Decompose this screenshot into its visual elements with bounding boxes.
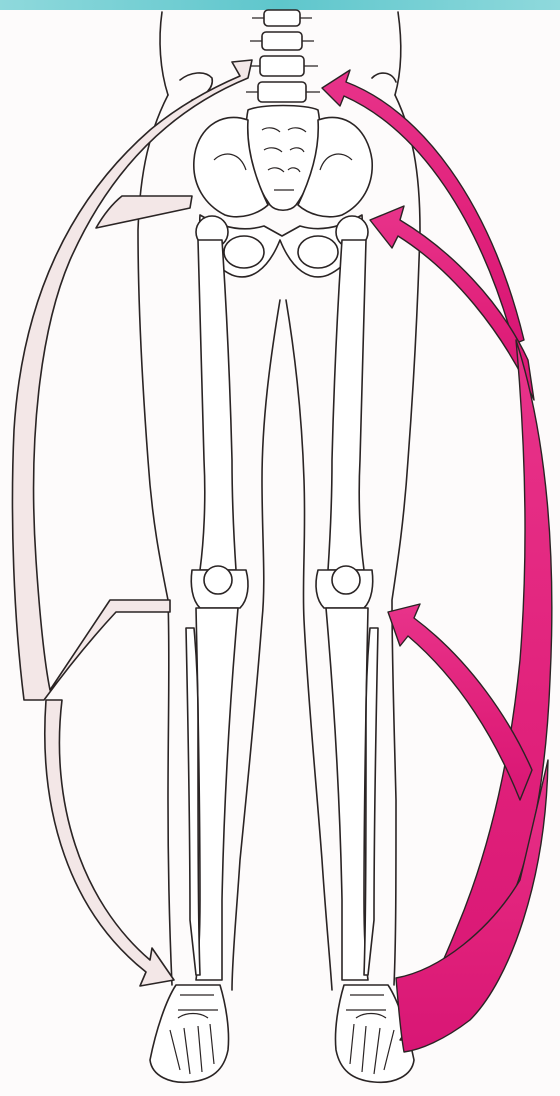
knees bbox=[191, 566, 372, 608]
vertebra bbox=[264, 10, 300, 26]
right-tibia bbox=[326, 608, 368, 980]
right-patella bbox=[332, 566, 360, 594]
right-fibula bbox=[364, 628, 378, 975]
right-knee-arrow bbox=[388, 604, 532, 800]
right-femur bbox=[328, 240, 366, 570]
left-leg-outer-outline bbox=[138, 95, 172, 985]
right-hand-hint bbox=[372, 73, 396, 82]
vertebra-processes bbox=[246, 18, 320, 92]
left-torso-outline bbox=[160, 12, 168, 95]
left-femur bbox=[198, 240, 236, 570]
right-obturator bbox=[298, 236, 338, 268]
left-hip-arrow-branch bbox=[96, 196, 192, 228]
left-patella bbox=[204, 566, 232, 594]
vertebra bbox=[260, 56, 304, 76]
right-leg-inner-outline bbox=[286, 300, 332, 990]
left-knee-to-foot-arrow bbox=[45, 700, 174, 986]
left-tibia bbox=[196, 608, 238, 980]
vertebra bbox=[258, 82, 306, 102]
left-leg-inner-outline bbox=[232, 300, 280, 990]
left-obturator bbox=[224, 236, 264, 268]
left-fibula bbox=[186, 628, 200, 975]
lower-legs bbox=[186, 608, 378, 980]
feet bbox=[150, 985, 414, 1082]
vertebra bbox=[262, 32, 302, 50]
femurs bbox=[198, 240, 366, 570]
